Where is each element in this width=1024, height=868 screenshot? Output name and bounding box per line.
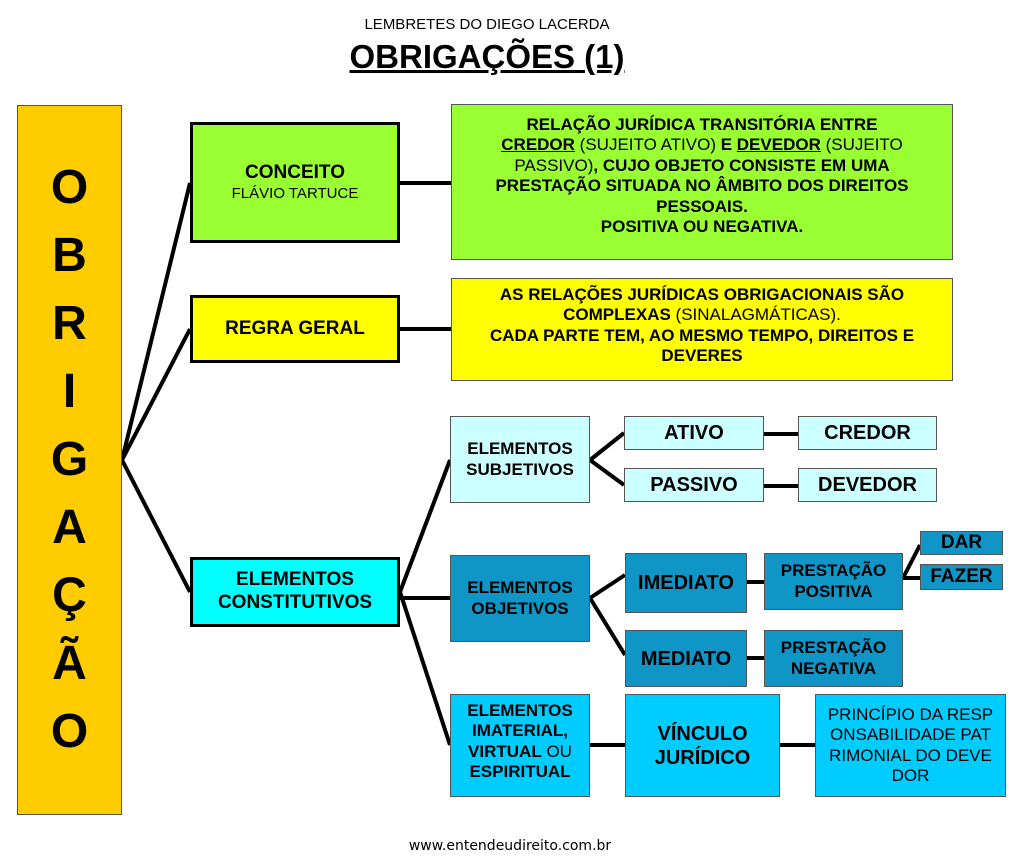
elementos-subjetivos: ELEMENTOS SUBJETIVOS xyxy=(450,416,590,503)
root-letter: O xyxy=(50,705,89,758)
ativo-box: ATIVO xyxy=(624,416,764,450)
elementos-constitutivos-box: ELEMENTOS CONSTITUTIVOS xyxy=(190,557,400,627)
page-subtitle: LEMBRETES DO DIEGO LACERDA xyxy=(364,16,610,33)
footer-url: www.entendeudireito.com.br xyxy=(408,838,612,854)
fazer-box: FAZER xyxy=(920,564,1003,590)
devedor-box: DEVEDOR xyxy=(798,468,937,502)
conceito-definition: RELAÇÃO JURÍDICA TRANSITÓRIA ENTRE CREDO… xyxy=(451,104,953,260)
regra-geral-text: AS RELAÇÕES JURÍDICAS OBRIGACIONAIS SÃO … xyxy=(451,278,953,381)
elementos-objetivos: ELEMENTOS OBJETIVOS xyxy=(450,555,590,642)
mediato-box: MEDIATO xyxy=(625,630,747,687)
conceito-label: CONCEITO xyxy=(245,162,345,184)
elementos-imaterial: ELEMENTOS IMATERIAL, VIRTUAL OU ESPIRITU… xyxy=(450,694,590,797)
root-letter: Ç xyxy=(52,569,87,622)
prestacao-negativa-box: PRESTAÇÃO NEGATIVA xyxy=(764,630,903,687)
imediato-box: IMEDIATO xyxy=(625,553,747,613)
dar-box: DAR xyxy=(920,531,1003,555)
root-letter: Ã xyxy=(52,637,87,690)
credor-box: CREDOR xyxy=(798,416,937,450)
page-title: OBRIGAÇÕES (1) xyxy=(349,38,625,75)
root-letter: A xyxy=(52,501,87,554)
regra-geral-box: REGRA GERAL xyxy=(190,295,400,363)
root-letter: G xyxy=(50,433,89,486)
principio-box: PRINCÍPIO DA RESPONSABILIDADE PATRIMONIA… xyxy=(815,694,1006,797)
root-letter: R xyxy=(52,297,87,350)
prestacao-positiva-box: PRESTAÇÃO POSITIVA xyxy=(764,553,903,610)
conceito-box: CONCEITO FLÁVIO TARTUCE xyxy=(190,122,400,243)
root-letter: O xyxy=(50,161,89,214)
conceito-author: FLÁVIO TARTUCE xyxy=(231,184,359,202)
root-letter: B xyxy=(52,229,87,282)
vinculo-juridico-box: VÍNCULO JURÍDICO xyxy=(625,694,780,797)
passivo-box: PASSIVO xyxy=(624,468,764,502)
root-letter: I xyxy=(62,365,77,418)
